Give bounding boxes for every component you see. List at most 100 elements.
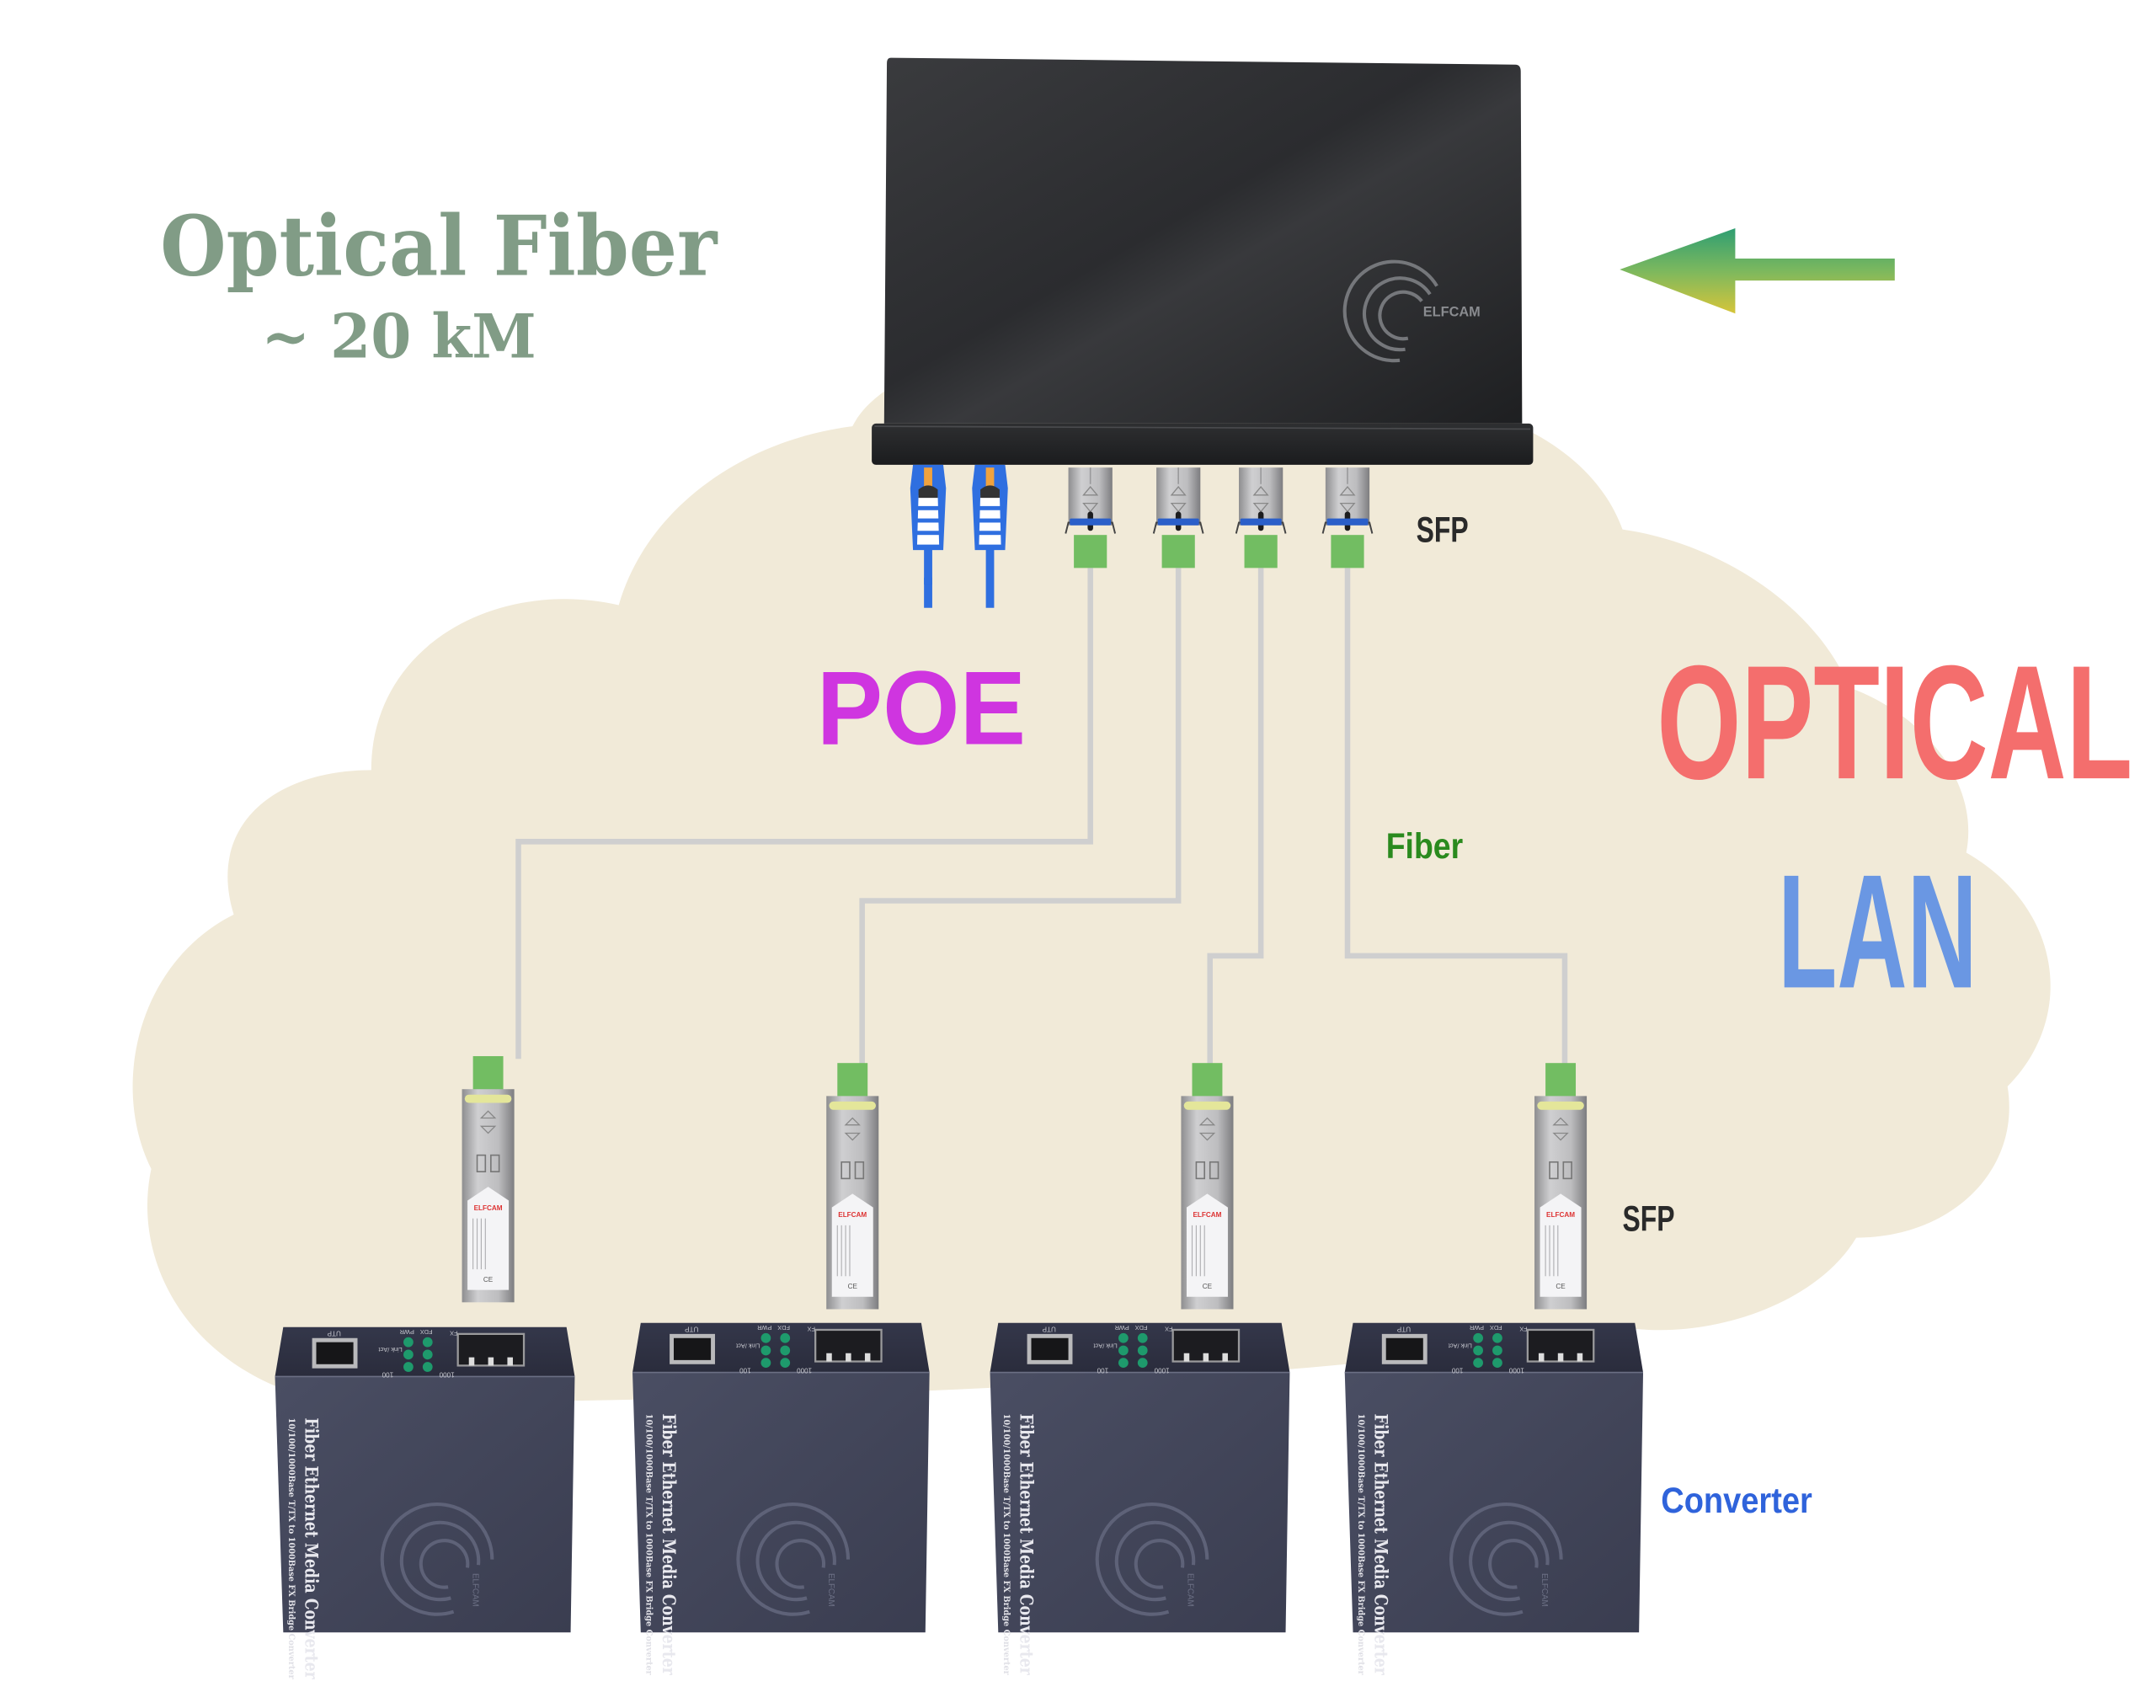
fiber-connector: [1074, 535, 1107, 568]
status-led: [760, 1345, 771, 1356]
speed-100-label: 100: [739, 1367, 751, 1374]
status-led: [1492, 1332, 1502, 1343]
pwr-label: PWR: [1115, 1324, 1129, 1332]
fx-label: FX: [807, 1326, 814, 1333]
fdx-label: FDX: [777, 1324, 790, 1332]
media-converter: UTP PWR FDX Link /Act 100 1000 FX Fiber Etherne…: [275, 1326, 575, 1679]
poe-switch: ELFCAM: [872, 57, 1534, 465]
speed-100-label: 100: [1097, 1367, 1108, 1374]
link-act-label: Link /Act: [736, 1342, 760, 1349]
converter-name: Fiber Ethernet Media Converter: [1015, 1414, 1036, 1676]
converter-brand: ELFCAM: [826, 1573, 835, 1607]
sfp-module: ELFCAM CE: [826, 1063, 879, 1310]
fiber-connector: [1192, 1063, 1223, 1102]
converter-spec: 10/100/1000Base T/TX to 1000Base FX Brid…: [286, 1417, 297, 1679]
status-led: [422, 1349, 433, 1360]
switch-sfp-port: [1065, 467, 1117, 568]
title-optical-fiber: Optical Fiber: [160, 199, 718, 296]
status-led: [780, 1358, 791, 1369]
speed-100-label: 100: [382, 1371, 393, 1379]
utp-label: UTP: [685, 1326, 699, 1333]
link-act-label: Link /Act: [379, 1346, 403, 1353]
sfp-brand: ELFCAM: [838, 1211, 867, 1219]
status-led: [403, 1349, 414, 1360]
switch-brand: ELFCAM: [1423, 305, 1481, 320]
switch-sfp-port: [1235, 467, 1287, 568]
speed-1000-label: 1000: [1154, 1367, 1170, 1374]
status-led: [760, 1358, 771, 1369]
sfp-label-bottom: SFP: [1623, 1198, 1675, 1238]
status-led: [760, 1332, 771, 1343]
status-led: [780, 1332, 791, 1343]
fiber-cables: [515, 568, 1568, 1066]
fdx-label: FDX: [1135, 1324, 1148, 1332]
ethernet-cable: [972, 464, 1008, 608]
speed-1000-label: 1000: [797, 1367, 813, 1374]
status-led: [422, 1362, 433, 1372]
fiber-connector: [1545, 1063, 1577, 1102]
status-led: [1473, 1332, 1483, 1343]
elfcam-logo-icon: [1342, 259, 1438, 363]
fdx-label: FDX: [420, 1328, 433, 1336]
fiber-connector: [1331, 535, 1364, 568]
elfcam-logo-icon: [1449, 1503, 1563, 1616]
ce-mark: CE: [483, 1276, 494, 1284]
ce-mark: CE: [1556, 1283, 1566, 1290]
fiber-connector: [472, 1056, 504, 1095]
utp-label: UTP: [327, 1330, 341, 1337]
status-led: [1118, 1358, 1129, 1369]
fx-label: FX: [1519, 1326, 1527, 1333]
fdx-label: FDX: [1490, 1324, 1502, 1332]
converter-name: Fiber Ethernet Media Converter: [300, 1417, 321, 1679]
sfp-label-top: SFP: [1417, 510, 1469, 549]
fiber-cable-4: [1344, 568, 1568, 1066]
lan-label: LAN: [1778, 841, 1977, 1022]
converter-name: Fiber Ethernet Media Converter: [1370, 1414, 1391, 1676]
fiber-connector: [1244, 535, 1278, 568]
elfcam-logo-icon: [380, 1503, 494, 1616]
utp-label: UTP: [1396, 1326, 1411, 1333]
pwr-label: PWR: [757, 1324, 771, 1332]
status-led: [780, 1345, 791, 1356]
status-led: [403, 1337, 414, 1348]
status-led: [1137, 1358, 1148, 1369]
fiber-cable-2: [859, 568, 1182, 1066]
fx-label: FX: [450, 1330, 457, 1337]
converter-brand: ELFCAM: [470, 1573, 479, 1607]
converter-spec: 10/100/1000Base T/TX to 1000Base FX Brid…: [643, 1414, 654, 1676]
fiber-connector: [1161, 535, 1195, 568]
converter-brand: ELFCAM: [1185, 1573, 1194, 1607]
sfp-module: ELFCAM CE: [1534, 1063, 1588, 1310]
fiber-connector: [837, 1063, 868, 1102]
title-distance: ~ 20 kM: [261, 302, 536, 372]
fiber-cable-1: [515, 568, 1093, 1059]
status-led: [1473, 1345, 1483, 1356]
optical-label: OPTICAL: [1657, 632, 2132, 813]
converter-spec: 10/100/1000Base T/TX to 1000Base FX Brid…: [1001, 1414, 1012, 1676]
elfcam-logo-icon: [736, 1503, 851, 1616]
fiber-cable-3: [1207, 568, 1264, 1066]
status-led: [1118, 1345, 1129, 1356]
converter-label: Converter: [1661, 1481, 1812, 1520]
left-arrow-icon: [1620, 228, 1895, 314]
speed-1000-label: 1000: [1508, 1367, 1524, 1374]
speed-1000-label: 1000: [439, 1371, 455, 1379]
sfp-module: ELFCAM CE: [462, 1056, 515, 1303]
sfp-brand: ELFCAM: [474, 1204, 503, 1212]
fx-label: FX: [1165, 1326, 1172, 1333]
status-led: [1492, 1345, 1502, 1356]
pwr-label: PWR: [400, 1328, 414, 1336]
status-led: [1137, 1345, 1148, 1356]
sfp-brand: ELFCAM: [1193, 1211, 1221, 1219]
status-led: [1492, 1358, 1502, 1369]
link-act-label: Link /Act: [1094, 1342, 1118, 1349]
status-led: [422, 1337, 433, 1348]
sfp-brand: ELFCAM: [1546, 1211, 1575, 1219]
status-led: [403, 1362, 414, 1372]
ce-mark: CE: [848, 1283, 858, 1290]
status-led: [1137, 1332, 1148, 1343]
